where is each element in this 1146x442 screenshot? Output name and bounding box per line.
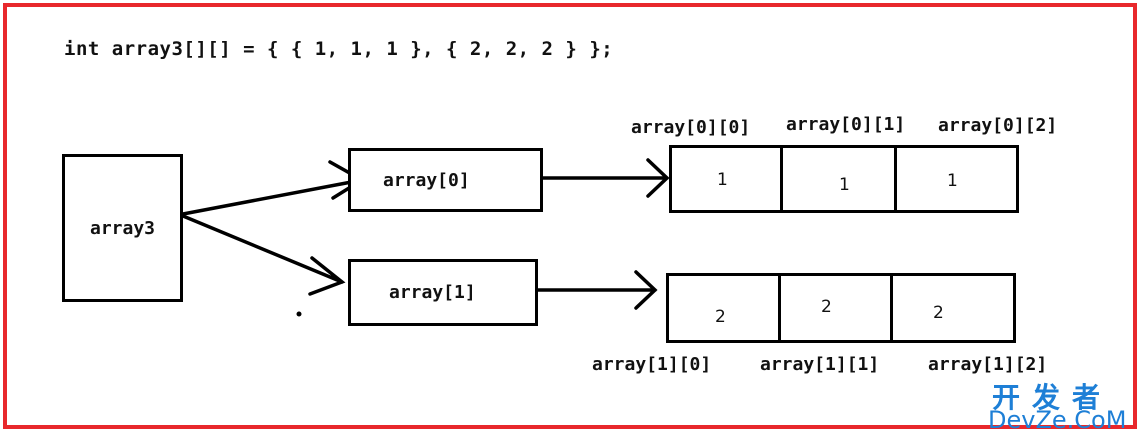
arrow-row0-to-cells — [541, 158, 670, 198]
row-ref-box-1: array[1] — [348, 259, 538, 326]
cell-label-1-2: array[1][2] — [928, 354, 1048, 375]
watermark-logo-domain: DevZe.CoM — [988, 406, 1127, 434]
stray-dot — [296, 311, 302, 317]
root-box-array3: array3 — [62, 154, 183, 302]
cell-label-1-1: array[1][1] — [760, 354, 880, 375]
cell-label-0-1: array[0][1] — [786, 114, 906, 135]
array-row-0: 1 1 1 — [669, 145, 1019, 213]
arrow-root-to-row1 — [181, 214, 346, 296]
cell-label-0-0: array[0][0] — [631, 117, 751, 138]
cell-1-1: 2 — [781, 276, 893, 340]
watermark-logo-text: 开发者 — [992, 381, 1113, 414]
code-declaration: int array3[][] = { { 1, 1, 1 }, { 2, 2, … — [64, 38, 614, 60]
arrow-root-to-row0 — [181, 160, 366, 216]
row-ref-box-0: array[0] — [348, 148, 543, 212]
cell-label-0-2: array[0][2] — [938, 115, 1058, 136]
cell-0-2: 1 — [947, 171, 958, 191]
row-ref-label-0: array[0] — [383, 169, 470, 191]
cell-0-0: 1 — [672, 148, 783, 210]
arrow-row1-to-cells — [536, 270, 658, 310]
diagram-frame — [3, 3, 1137, 429]
cell-1-0: 2 — [669, 276, 781, 340]
array-row-1: 2 2 2 — [666, 273, 1016, 343]
cell-0-1: 1 — [783, 148, 897, 210]
root-box-label: array3 — [89, 217, 156, 239]
row-ref-label-1: array[1] — [389, 282, 476, 303]
cell-1-2: 2 — [933, 303, 944, 323]
cell-label-1-0: array[1][0] — [592, 354, 712, 375]
